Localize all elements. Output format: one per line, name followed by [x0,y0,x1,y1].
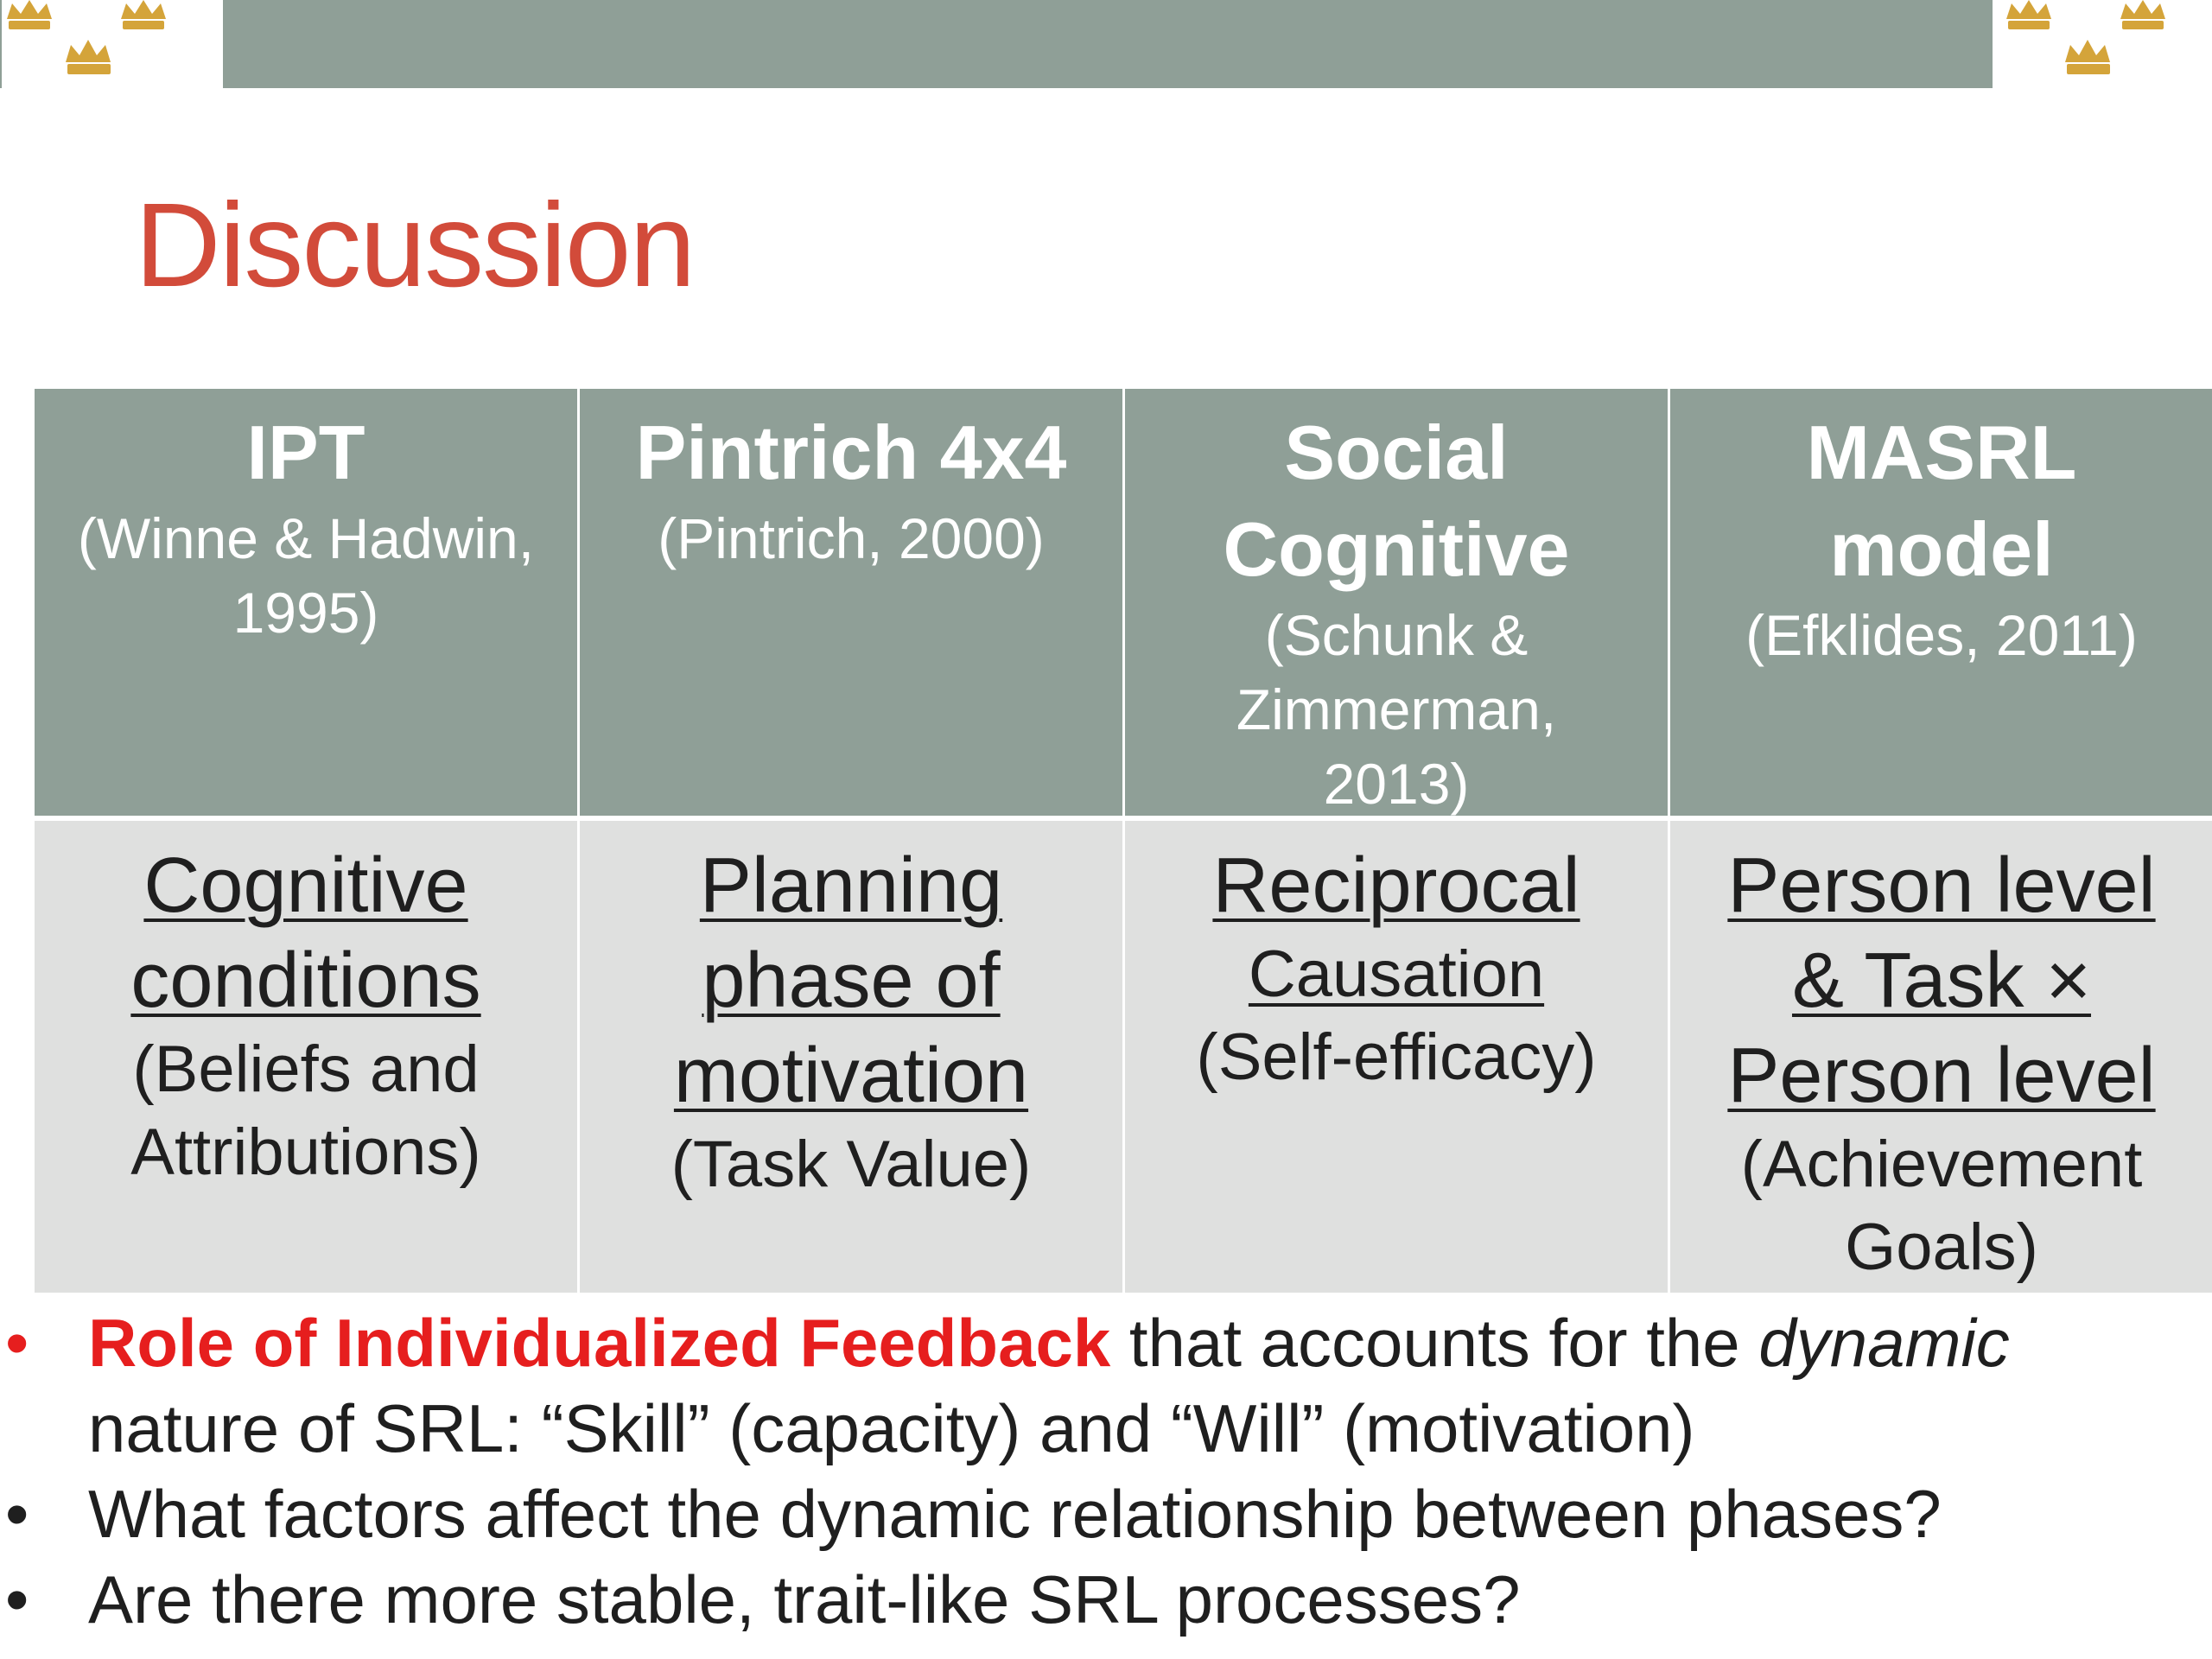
models-comparison-table: IPT (Winne & Hadwin, 1995) Pintrich 4x4 … [35,389,2212,1293]
concept-note: Goals) [1845,1211,2038,1284]
model-citation: Zimmerman, [1236,677,1557,741]
key-concept: Reciprocal [1212,842,1580,929]
model-name: MASRL [1806,410,2077,495]
bullet-item: • What factors affect the dynamic relati… [0,1471,2212,1557]
bullet-item: • Role of Individualized Feedback that a… [0,1300,2212,1471]
key-concept: Person level [1727,842,2156,929]
slide-title: Discussion [135,179,696,312]
bullet-text: nature of SRL: “Skill” (capacity) and “W… [88,1390,1695,1466]
body-cell-social-cognitive: Reciprocal Causation (Self-efficacy) [1125,821,1668,1293]
model-name: model [1829,506,2054,592]
model-citation: (Pintrich, 2000) [658,506,1045,570]
concept-note: (Task Value) [671,1128,1032,1201]
header-bar [223,0,1993,88]
three-crowns-logo-right [2006,0,2165,74]
model-citation: (Winne & Hadwin, [77,506,535,570]
body-cell-masrl: Person level & Task × Person level (Achi… [1670,821,2212,1293]
concept-note: (Achievement [1740,1128,2143,1201]
header-cell-ipt: IPT (Winne & Hadwin, 1995) [35,389,577,816]
bullet-text: that accounts for the [1110,1305,1759,1381]
key-concept: Person level [1727,1033,2156,1119]
discussion-bullets: • Role of Individualized Feedback that a… [0,1300,2212,1643]
key-concept: & Task × [1791,938,2092,1024]
header-left-rule [0,0,2,88]
bullet-italic: dynamic [1758,1305,2010,1381]
bullet-item: • Are there more stable, trait-like SRL … [0,1557,2212,1643]
bullet-emphasis: Role of Individualized Feedback [88,1305,1111,1381]
bullet-dot: • [5,1476,29,1552]
key-concept: Planning [699,842,1003,929]
model-citation: (Efklides, 2011) [1745,603,2138,667]
header-cell-social-cognitive: Social Cognitive (Schunk & Zimmerman, 20… [1125,389,1668,816]
header-cell-masrl: MASRL model (Efklides, 2011) [1670,389,2212,816]
model-name: Pintrich 4x4 [635,410,1067,495]
model-citation: 2013) [1323,752,1470,816]
key-concept: Causation [1248,938,1545,1011]
concept-note: Attributions) [130,1116,481,1189]
model-citation: (Schunk & [1264,603,1529,667]
model-citation: 1995) [232,581,379,645]
concept-note: (Beliefs and [132,1033,480,1106]
key-concept: motivation [673,1033,1029,1119]
key-concept: conditions [130,938,481,1024]
concept-note: (Self-efficacy) [1196,1020,1597,1094]
model-name: IPT [246,410,365,495]
model-name: Social [1284,410,1509,495]
header-cell-pintrich: Pintrich 4x4 (Pintrich, 2000) [580,389,1122,816]
model-name: Cognitive [1223,506,1570,592]
bullet-text: Are there more stable, trait-like SRL pr… [88,1561,1521,1637]
key-concept: phase of [702,938,1001,1024]
key-concept: Cognitive [143,842,468,929]
bullet-text: What factors affect the dynamic relation… [88,1476,1942,1552]
bullet-dot: • [5,1305,29,1381]
body-cell-pintrich: Planning phase of motivation (Task Value… [580,821,1122,1293]
body-cell-ipt: Cognitive conditions (Beliefs and Attrib… [35,821,577,1293]
three-crowns-logo-left [7,0,166,74]
bullet-dot: • [5,1561,29,1637]
